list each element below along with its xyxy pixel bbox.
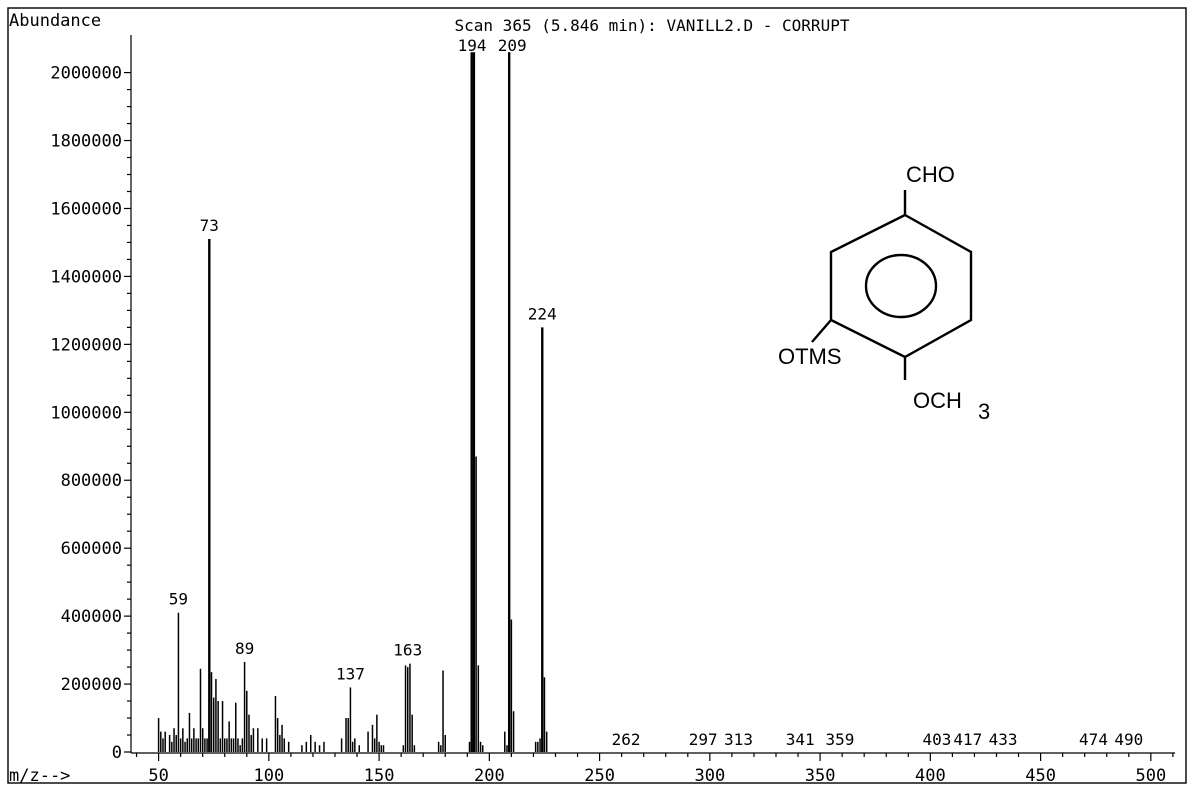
y-axis-label: Abundance — [9, 11, 101, 31]
benzene-ring — [829, 213, 973, 359]
peak-label: 341 — [786, 730, 815, 749]
y-tick-label: 1200000 — [50, 335, 122, 355]
peak-label: 59 — [169, 590, 188, 609]
x-ticks: 50 100 150 200 250 300 350 400 450 500 — [135, 753, 1174, 786]
y-ticks: 0 200000 400000 600000 800000 1000000 1200000 1… — [50, 64, 131, 763]
molecule-structure: CHO OTMS OCH 3 — [778, 162, 990, 424]
och-label: OCH — [913, 388, 962, 413]
cho-label: CHO — [906, 162, 955, 187]
peak-label: 433 — [989, 730, 1018, 749]
peak-label: 163 — [393, 641, 422, 660]
peak-label: 417 — [953, 730, 982, 749]
y-tick-label: 1800000 — [50, 132, 122, 152]
peak-label: 297 — [689, 730, 718, 749]
x-tick-label: 200 — [474, 766, 505, 786]
otms-bond — [811, 319, 832, 343]
peak-label: 137 — [336, 664, 365, 683]
peak-label: 224 — [528, 304, 557, 323]
x-tick-label: 250 — [584, 766, 615, 786]
y-tick-label: 1400000 — [50, 267, 122, 287]
x-axis-label: m/z--> — [9, 766, 70, 786]
y-tick-label: 400000 — [61, 607, 122, 627]
peak-label: 490 — [1114, 730, 1143, 749]
och-subscript: 3 — [978, 399, 990, 424]
y-tick-label: 0 — [112, 743, 122, 763]
x-tick-label: 350 — [805, 766, 836, 786]
peak-label: 403 — [923, 730, 952, 749]
x-tick-label: 300 — [694, 766, 725, 786]
peak-label: 194 — [458, 36, 487, 55]
y-tick-label: 200000 — [61, 675, 122, 695]
peak-label: 313 — [724, 730, 753, 749]
peak-label: 262 — [612, 730, 641, 749]
x-tick-label: 500 — [1135, 766, 1166, 786]
aromatic-circle — [864, 253, 938, 319]
chart-frame — [7, 7, 1187, 784]
y-tick-label: 1000000 — [50, 403, 122, 423]
x-tick-label: 50 — [148, 766, 168, 786]
chart-title: Scan 365 (5.846 min): VANILL2.D - CORRUP… — [455, 16, 850, 35]
y-tick-label: 2000000 — [50, 64, 122, 84]
x-tick-label: 100 — [253, 766, 284, 786]
otms-label: OTMS — [778, 344, 842, 369]
y-tick-label: 1600000 — [50, 199, 122, 219]
peak-label: 474 — [1079, 730, 1108, 749]
peak-label: 359 — [825, 730, 854, 749]
peak-label: 209 — [498, 36, 527, 55]
x-tick-label: 450 — [1025, 766, 1056, 786]
peak-label: 73 — [200, 216, 219, 235]
peak-label: 89 — [235, 639, 254, 658]
y-tick-label: 600000 — [61, 539, 122, 559]
x-tick-label: 400 — [915, 766, 946, 786]
y-tick-label: 800000 — [61, 471, 122, 491]
spectrum-peaks — [157, 52, 548, 752]
x-tick-label: 150 — [364, 766, 395, 786]
